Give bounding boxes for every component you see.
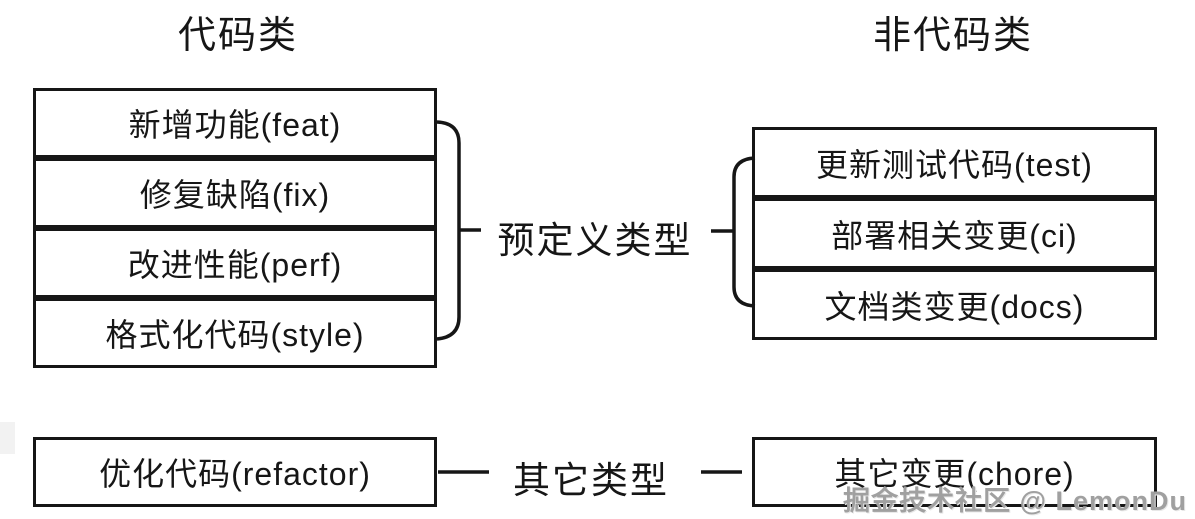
box-style: 格式化代码(style) [33, 298, 437, 368]
label-other-types: 其它类型 [513, 460, 669, 501]
box-refactor: 优化代码(refactor) [33, 437, 437, 507]
label-predefined-types: 预定义类型 [497, 220, 693, 261]
box-test: 更新测试代码(test) [752, 127, 1157, 198]
non-code-predefined-stack: 更新测试代码(test) 部署相关变更(ci) 文档类变更(docs) [752, 127, 1157, 340]
column-title-non-code: 非代码类 [872, 15, 1033, 57]
edge-artifact [0, 422, 15, 454]
box-fix: 修复缺陷(fix) [33, 158, 437, 228]
box-perf: 改进性能(perf) [33, 228, 437, 298]
box-ci: 部署相关变更(ci) [752, 198, 1157, 269]
column-title-code: 代码类 [177, 15, 298, 57]
code-predefined-stack: 新增功能(feat) 修复缺陷(fix) 改进性能(perf) 格式化代码(st… [33, 88, 437, 368]
box-feat: 新增功能(feat) [33, 88, 437, 158]
brace-left-stack-icon [436, 120, 461, 341]
box-docs: 文档类变更(docs) [752, 269, 1157, 340]
box-chore: 其它变更(chore) [752, 437, 1157, 507]
watermark: 掘金技术社区 @ LemonDu [843, 486, 1187, 516]
